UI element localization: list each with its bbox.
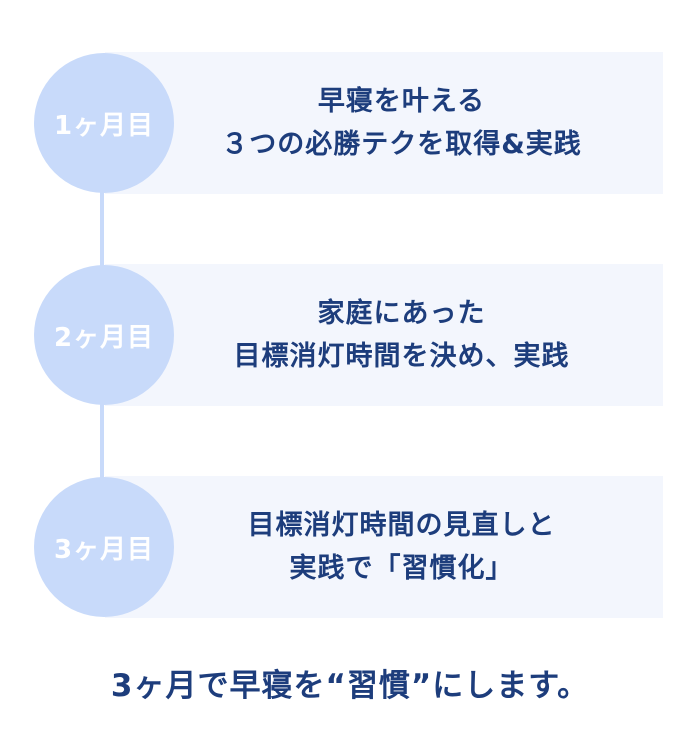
step-panel xyxy=(105,476,663,618)
timeline-connector xyxy=(100,190,104,270)
step-line-2: ３つの必勝テクを取得&実践 xyxy=(221,129,582,160)
month-badge: 3ヶ月目 xyxy=(34,477,174,617)
step-description: 家庭にあった 目標消灯時間を決め、実践 xyxy=(140,264,663,406)
step-panel xyxy=(105,52,663,194)
step-description: 早寝を叶える ３つの必勝テクを取得&実践 xyxy=(140,52,663,194)
step-line-1: 目標消灯時間の見直しと xyxy=(247,510,556,541)
step-line-1: 早寝を叶える xyxy=(317,86,486,117)
month-badge: 1ヶ月目 xyxy=(34,53,174,193)
timeline-connector xyxy=(100,400,104,482)
month-label: 1ヶ月目 xyxy=(53,110,155,141)
month-label: 2ヶ月目 xyxy=(53,322,155,353)
month-badge: 2ヶ月目 xyxy=(34,265,174,405)
step-line-2: 実践で「習慣化」 xyxy=(289,553,514,584)
step-description: 目標消灯時間の見直しと 実践で「習慣化」 xyxy=(140,476,663,618)
step-line-1: 家庭にあった xyxy=(317,298,486,329)
month-label: 3ヶ月目 xyxy=(53,534,155,565)
summary-caption: 3ヶ月で早寝を“習慣”にします。 xyxy=(110,668,590,704)
step-line-2: 目標消灯時間を決め、実践 xyxy=(233,341,570,372)
step-panel xyxy=(105,264,663,406)
